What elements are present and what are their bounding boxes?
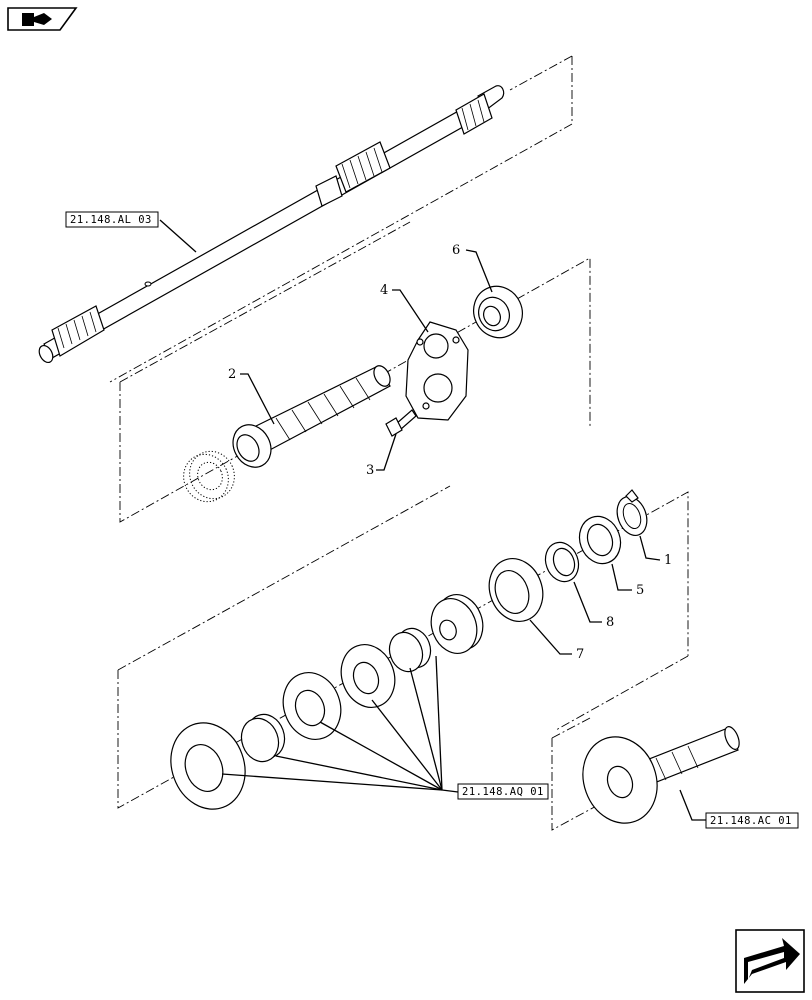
plate-part-4 [405, 321, 469, 421]
snap-ring-part-1 [616, 489, 648, 536]
output-shaft [582, 726, 740, 824]
callout-6: 6 [452, 243, 460, 258]
splined-shaft-part-2 [232, 365, 391, 468]
callout-4: 4 [380, 283, 388, 298]
reference-shaft[interactable]: 21.148.AL 03 [65, 211, 159, 228]
reference-shaft-label: 21.148.AL 03 [70, 214, 152, 226]
callout-3: 3 [366, 463, 374, 478]
reference-output-label: 21.148.AC 01 [710, 815, 792, 827]
callout-labels: 6 4 2 3 1 5 8 7 [228, 243, 672, 662]
ring-part-8 [544, 541, 580, 583]
bearing-part-7 [488, 558, 544, 622]
gear-stack [170, 594, 484, 810]
book-arrow-icon[interactable] [7, 7, 78, 31]
callout-1: 1 [664, 553, 672, 568]
reference-gears-label: 21.148.AQ 01 [462, 786, 544, 798]
main-shaft [38, 85, 505, 364]
callout-8: 8 [606, 615, 614, 630]
callout-5: 5 [636, 583, 644, 598]
bolt-part-3 [385, 409, 417, 437]
next-page-arrow-icon[interactable] [735, 929, 805, 993]
bearing-part-6 [473, 285, 523, 339]
callout-2: 2 [228, 367, 236, 382]
reference-gears[interactable]: 21.148.AQ 01 [457, 783, 549, 800]
leader-lines [159, 219, 706, 821]
centerline-group [109, 55, 689, 831]
reference-output[interactable]: 21.148.AC 01 [705, 812, 799, 829]
bearing-left [183, 450, 235, 503]
callout-7: 7 [576, 647, 584, 662]
bearing-part-5 [578, 515, 622, 565]
